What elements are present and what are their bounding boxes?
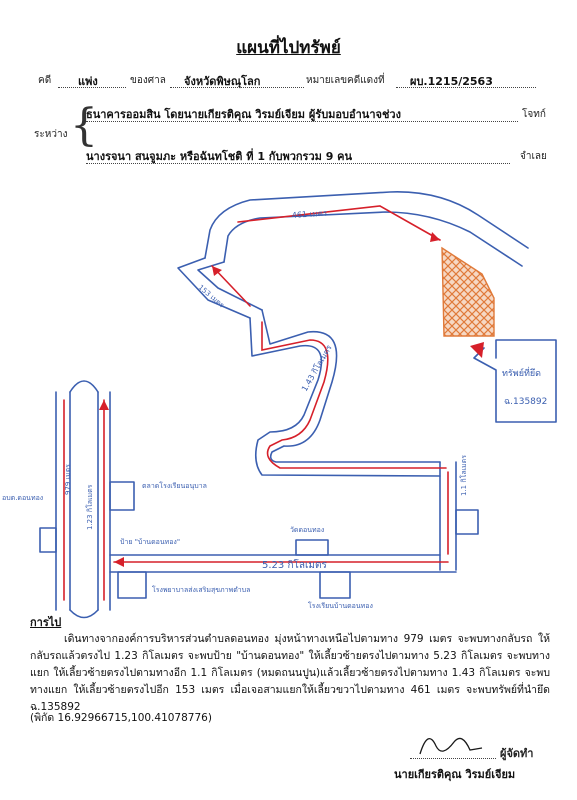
road-left-inner <box>197 261 263 311</box>
road-wind-outer <box>249 317 441 477</box>
party-brace: { <box>70 100 98 151</box>
hospital-building <box>117 571 147 599</box>
route-top <box>237 205 441 241</box>
route-wind <box>261 321 447 469</box>
route-arrow-4 <box>99 400 109 410</box>
road-top-inner <box>223 211 523 267</box>
highway-median-bottom <box>69 609 99 619</box>
label-5-23km: 5.23 กิโลเมตร <box>262 558 328 571</box>
property-marker <box>470 342 484 358</box>
case-number: ผบ.1215/2563 <box>410 75 493 88</box>
plaintiff-role: โจทก์ <box>522 109 546 120</box>
route-coordinates: (พิกัด 16.92966715,100.41078776) <box>30 712 212 724</box>
school-building <box>319 571 351 599</box>
court-name: จังหวัดพิษณุโลก <box>184 75 261 88</box>
label-153m: 153 เมตร <box>197 283 226 309</box>
case-number-line <box>396 87 536 88</box>
highway-median-top <box>69 380 99 393</box>
label-property-deed: ฉ.135892 <box>504 397 547 407</box>
road-wind-inner <box>261 309 441 463</box>
label-hospital: โรงพยาบาลส่งเสริมสุขภาพตำบล <box>152 585 250 594</box>
plaintiff-line <box>86 121 518 122</box>
route-heading: การไป <box>30 616 62 629</box>
signature <box>419 737 483 755</box>
preparer-label: ผู้จัดทำ <box>500 747 534 760</box>
label-1-23km: 1.23 กิโลเมตร <box>85 484 94 530</box>
right-building <box>455 509 479 535</box>
tambon-office-building <box>39 527 57 553</box>
case-type-line <box>58 87 126 88</box>
defendant-role: จำเลย <box>520 151 547 162</box>
label-temple: วัดดอนทอง <box>290 526 324 534</box>
property-parcel <box>441 246 495 337</box>
case-number-label: หมายเลขคดีแดงที่ <box>306 75 385 86</box>
court-label: ของศาล <box>130 75 166 86</box>
case-type: แพ่ง <box>78 75 98 88</box>
document-title: แผนที่ไปทรัพย์ <box>236 38 341 58</box>
preparer-name: นายเกียรติคุณ วิรมย์เจียม <box>394 768 516 781</box>
defendant-line <box>86 163 510 164</box>
temple-building <box>295 539 329 556</box>
label-1-1km: 1.1 กิโลเมตร <box>459 455 468 496</box>
school-top-building <box>109 481 135 511</box>
label-village-sign: ป้าย "บ้านดอนทอง" <box>120 538 180 546</box>
route-arrow-2 <box>212 266 222 276</box>
road-top-outer <box>204 191 529 259</box>
route-arrow-1 <box>430 232 440 242</box>
label-tambon-office: อบต.ดอนทอง <box>2 494 43 502</box>
court-line <box>170 87 304 88</box>
label-979m: 979 เมตร <box>64 464 72 495</box>
road-left-outer <box>177 257 251 319</box>
label-school-top: ตลาดโรงเรียนอนุบาล <box>142 481 207 490</box>
label-461m: 461 เมตร <box>292 209 329 220</box>
route-description: เดินทางจากองค์การบริหารส่วนตำบลดอนทอง มุ… <box>30 633 550 713</box>
label-property: ทรัพย์ที่ยึด <box>502 366 541 379</box>
route-arrow-3 <box>114 557 124 567</box>
route-map: 461 เมตร 153 เมตร 1.43 กิโลเมตร 5.23 กิโ… <box>2 191 557 619</box>
property-callout <box>473 339 557 423</box>
between-label: ระหว่าง <box>34 129 68 140</box>
defendant-name: นางรจนา สนจูมภะ หรือฉันทโชติ ที่ 1 กับพว… <box>86 150 353 163</box>
plaintiff-name: ธนาคารออมสิน โดยนายเกียรติคุณ วิรมย์เจีย… <box>86 108 401 121</box>
case-label: คดี <box>38 75 52 86</box>
label-school: โรงเรียนบ้านดอนทอง <box>308 601 373 610</box>
signature-line <box>410 758 496 759</box>
